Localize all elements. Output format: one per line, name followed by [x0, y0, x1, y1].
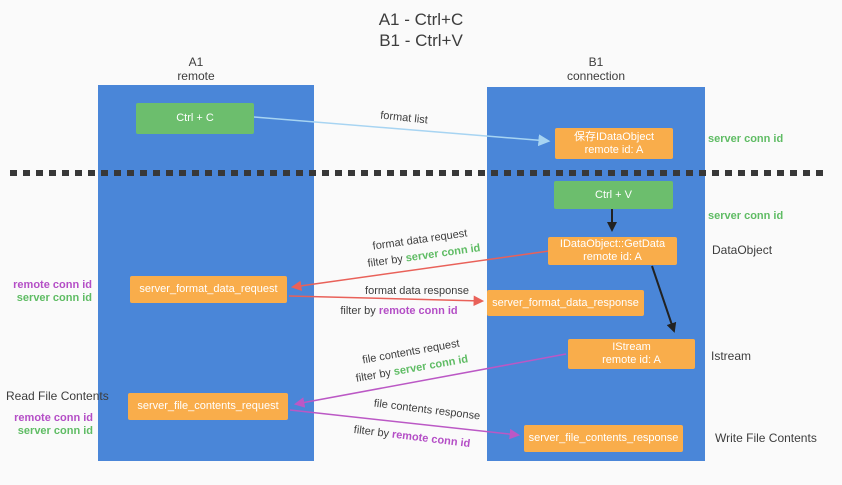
- node-ctrl-c: Ctrl + C: [136, 103, 254, 134]
- label-server-conn-id-top: server conn id: [708, 133, 784, 145]
- node-server-format-data-response: server_format_data_response: [487, 290, 644, 316]
- label-file-remote-conn-id: remote conn id: [14, 412, 93, 424]
- label-dataobject: DataObject: [712, 243, 773, 257]
- node-save-idataobject-line1: 保存IDataObject: [573, 130, 655, 143]
- flow-label-format-list: format list: [379, 109, 429, 127]
- filter-by-prefix: filter by: [353, 423, 390, 441]
- node-idataobject-getdata-line2: remote id: A: [583, 251, 642, 263]
- node-save-idataobject: 保存IDataObject remote id: A: [555, 128, 673, 159]
- filter-key-remote-conn-id: remote conn id: [378, 305, 458, 317]
- label-file-server-conn-id: server conn id: [17, 425, 93, 437]
- filter-by-prefix: filter by: [340, 305, 376, 317]
- flow-label-file-contents-response: file contents response: [373, 397, 481, 423]
- flow-label-format-data-response: format data response: [365, 285, 469, 297]
- node-server-file-contents-response: server_file_contents_response: [524, 425, 683, 452]
- title-line-1: A1 - Ctrl+C: [378, 10, 464, 29]
- label-format-server-conn-id: server conn id: [16, 292, 92, 304]
- node-istream: IStream remote id: A: [568, 339, 695, 369]
- node-ctrl-c-label: Ctrl + C: [176, 112, 214, 124]
- right-column-name: B1: [588, 55, 604, 69]
- label-format-remote-conn-id: remote conn id: [13, 279, 92, 291]
- label-read-file-contents: Read File Contents: [6, 389, 109, 403]
- filter-key-remote-conn-id: remote conn id: [391, 428, 471, 451]
- left-column-name: A1: [188, 55, 204, 69]
- diagram-title: A1 - Ctrl+C B1 - Ctrl+V: [0, 9, 842, 51]
- node-idataobject-getdata-line1: IDataObject::GetData: [559, 238, 666, 250]
- node-server-file-contents-request: server_file_contents_request: [128, 393, 288, 420]
- node-ctrl-v: Ctrl + V: [554, 181, 673, 209]
- title-line-2: B1 - Ctrl+V: [379, 31, 463, 50]
- node-istream-line1: IStream: [612, 341, 651, 353]
- left-column-header: A1 remote: [96, 55, 296, 83]
- node-server-format-data-request: server_format_data_request: [130, 276, 287, 303]
- node-idataobject-getdata: IDataObject::GetData remote id: A: [548, 237, 677, 265]
- node-istream-line2: remote id: A: [602, 354, 661, 366]
- node-server-format-data-request-label: server_format_data_request: [139, 283, 278, 295]
- left-column-role: remote: [177, 69, 215, 83]
- filter-by-prefix: filter by: [366, 253, 404, 270]
- right-column-header: B1 connection: [496, 55, 696, 83]
- label-server-conn-id-mid: server conn id: [708, 210, 784, 222]
- right-column-role: connection: [566, 69, 626, 83]
- node-server-file-contents-response-label: server_file_contents_response: [528, 432, 679, 444]
- label-istream: Istream: [711, 349, 752, 363]
- node-server-file-contents-request-label: server_file_contents_request: [137, 400, 279, 412]
- node-ctrl-v-label: Ctrl + V: [595, 188, 632, 201]
- dashed-separator: [10, 170, 826, 176]
- node-save-idataobject-line2: remote id: A: [584, 143, 644, 156]
- filter-by-prefix: filter by: [354, 366, 392, 385]
- label-write-file-contents: Write File Contents: [715, 431, 817, 445]
- node-server-format-data-response-label: server_format_data_response: [492, 296, 639, 309]
